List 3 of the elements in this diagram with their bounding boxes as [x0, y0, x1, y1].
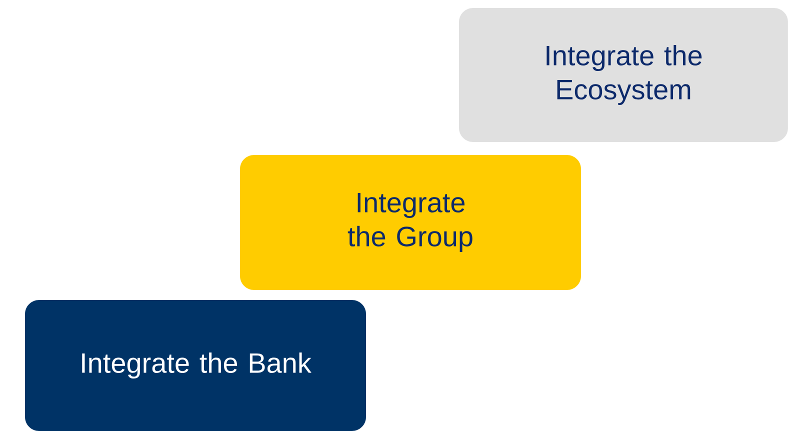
step-box: Integrate the Ecosystem — [459, 8, 788, 142]
step-box: Integrate the Group — [240, 155, 581, 290]
step-box: Integrate the Bank — [25, 300, 366, 431]
